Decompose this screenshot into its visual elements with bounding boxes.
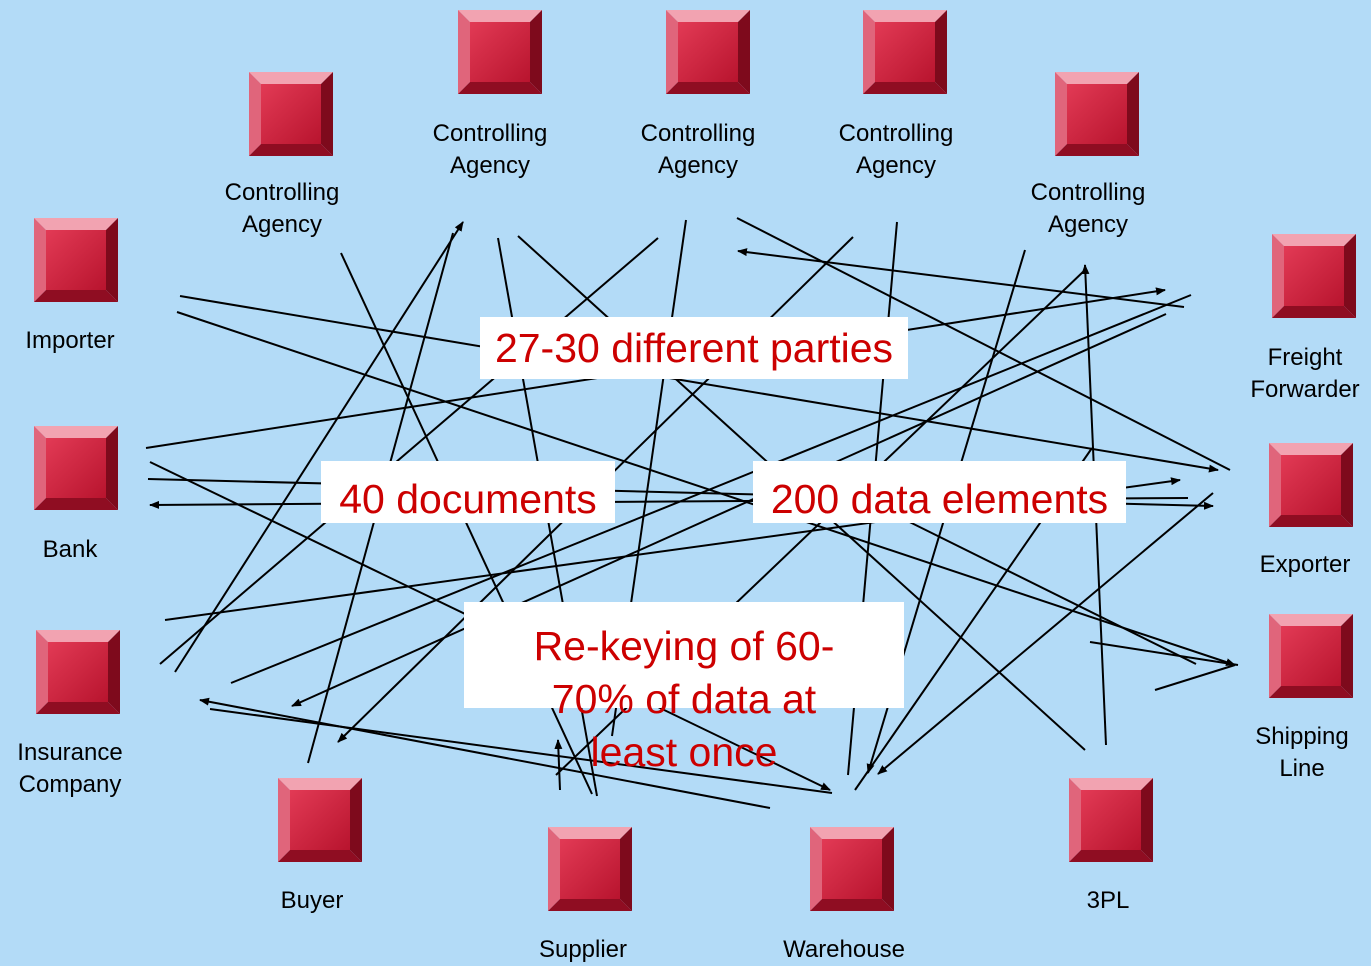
connection-line [176,311,1236,666]
warehouse-icon [810,827,894,911]
freight-forwarder-icon [1272,234,1356,318]
connection-line [230,294,1192,684]
controlling-agency-icon [666,10,750,94]
controlling-agency-label-3: Controlling Agency [640,120,756,179]
connection-line [737,248,1185,308]
connection-line [209,708,833,794]
controlling-agency-label-5: Controlling Agency [1030,179,1146,238]
connection-line [179,295,1219,473]
exporter-icon [1269,443,1353,527]
insurance-company-icon [36,630,120,714]
3pl-icon [1069,778,1153,862]
controlling-agency-label-1: Controlling Agency [224,179,340,238]
connection-line [1089,641,1239,666]
connection-line [174,221,464,673]
buyer-icon [278,778,362,862]
controlling-agency-label-2: Controlling Agency [432,120,548,179]
connection-line [159,237,659,665]
controlling-agency-icon [458,10,542,94]
supplier-label: Supplier [538,936,628,963]
controlling-agency-icon [1055,72,1139,156]
importer-label: Importer [25,327,115,354]
bank-label: Bank [42,536,98,563]
3pl-label: 3PL [1086,887,1130,914]
connection-line [1154,664,1236,691]
shipping-line-icon [1269,614,1353,698]
connection-line [199,697,771,809]
controlling-agency-icon [863,10,947,94]
insurance-company-label: Insurance Company [17,739,123,798]
rekeying-callout-text: Re-keying of 60- 70% of data at least on… [533,623,835,775]
documents-callout: 40 documents [321,461,615,523]
freight-forwarder-label: Freight Forwarder [1250,344,1360,403]
connection-line [554,739,563,791]
bank-icon [34,426,118,510]
controlling-agency-label-4: Controlling Agency [838,120,954,179]
connection-line [877,492,1214,775]
controlling-agency-icon [249,72,333,156]
supplier-icon [548,827,632,911]
buyer-label: Buyer [280,887,344,914]
shipping-line-label: Shipping Line [1255,723,1349,782]
warehouse-label: Warehouse [783,936,905,963]
importer-icon [34,218,118,302]
parties-callout: 27-30 different parties [480,317,908,379]
connection-line [291,313,1167,707]
connection-line [736,217,1231,471]
data-elements-callout: 200 data elements [753,461,1126,523]
exporter-label: Exporter [1259,551,1351,578]
rekeying-callout [464,602,904,708]
